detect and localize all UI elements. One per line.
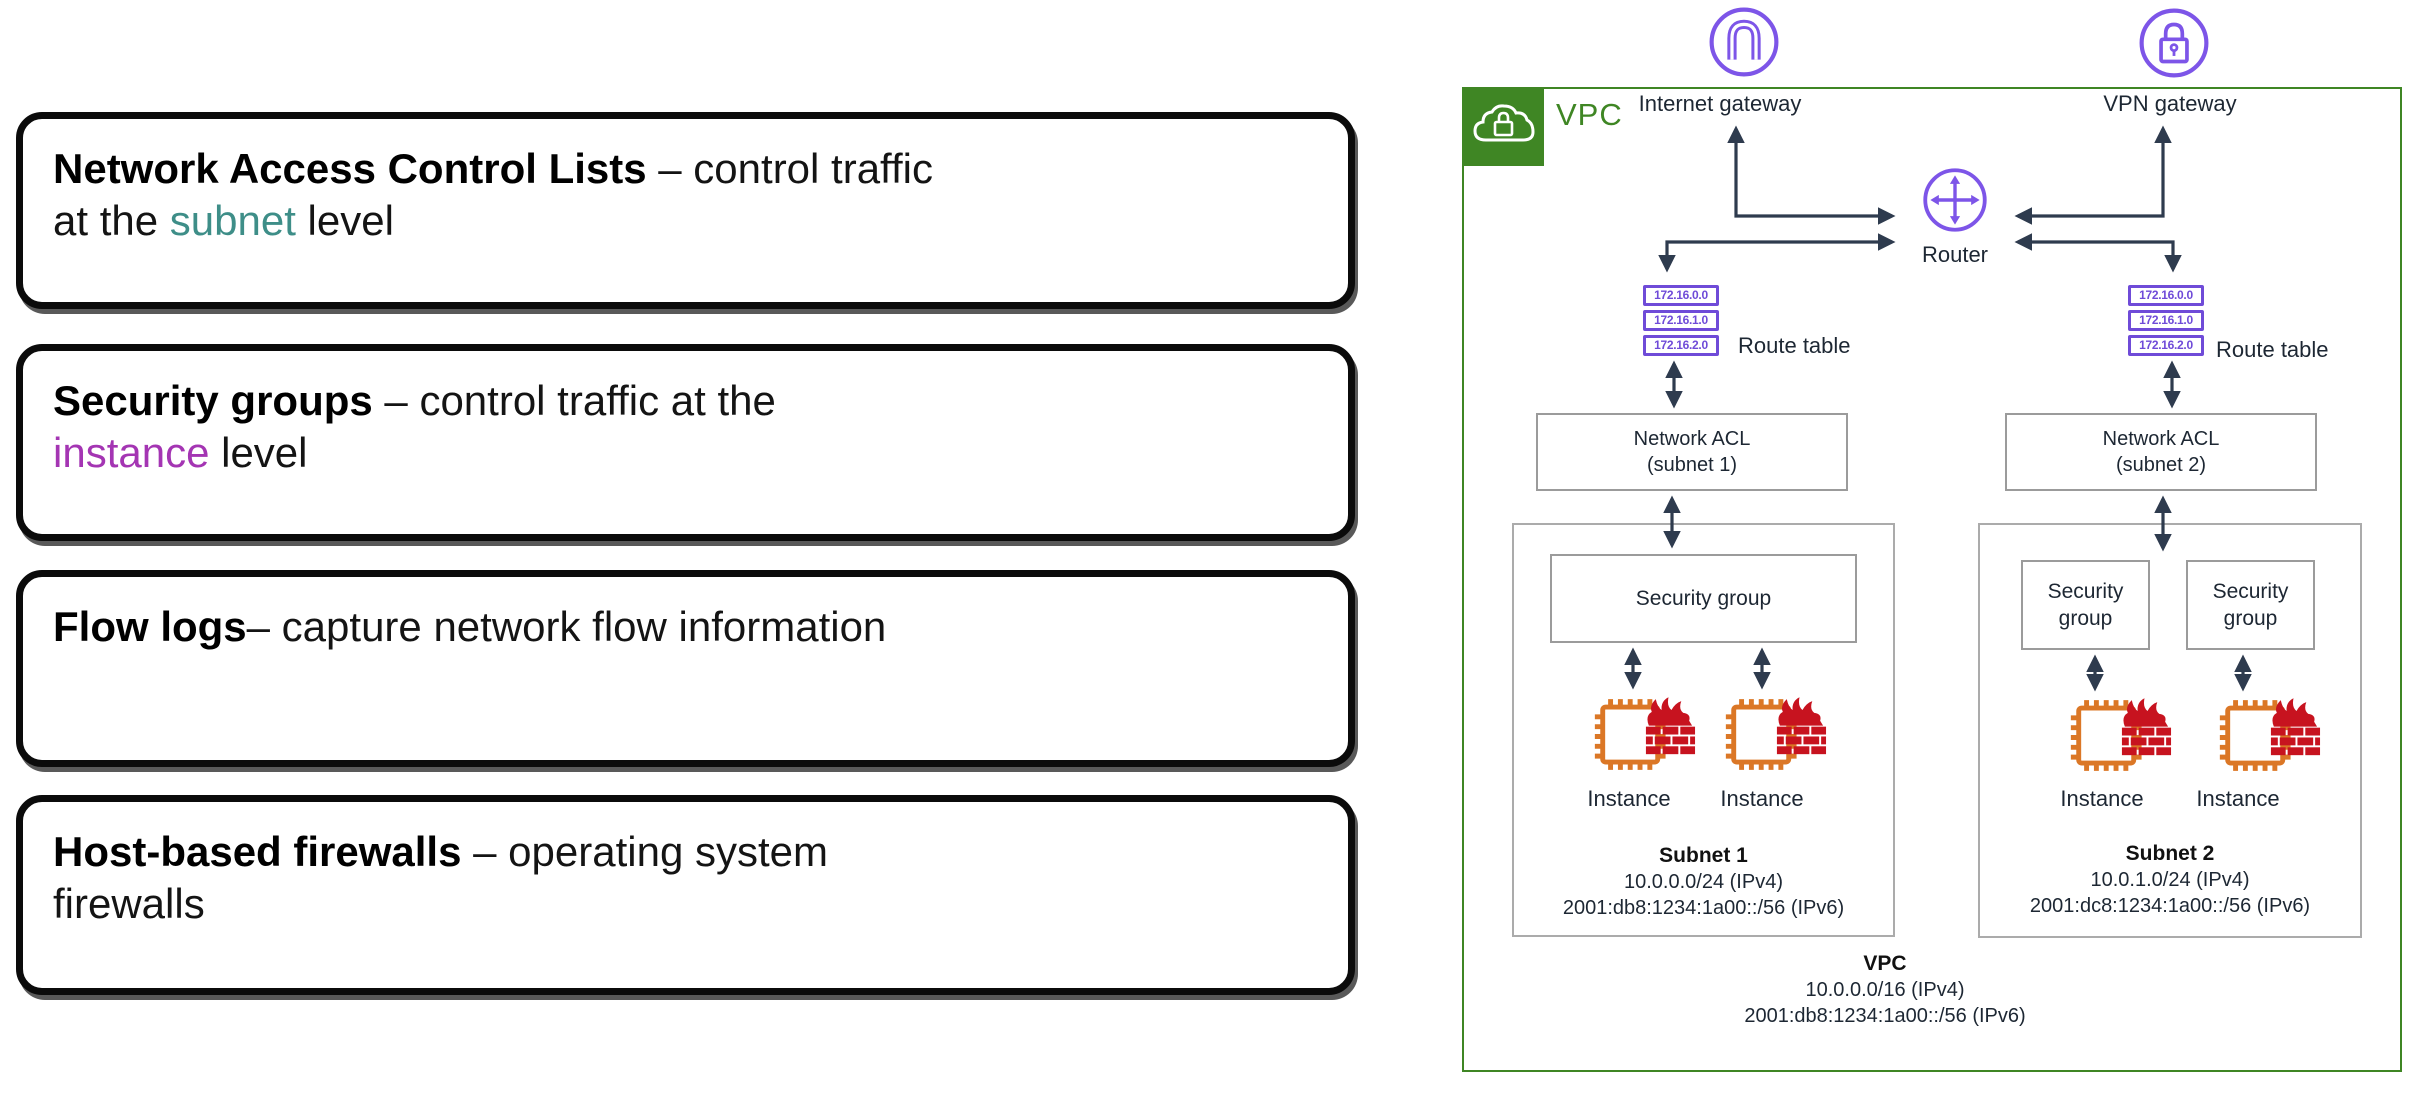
instance-firewall-icon: [1718, 693, 1828, 778]
network-acl-subnet1: Network ACL (subnet 1): [1536, 413, 1848, 491]
subnet1-ipv6: 2001:db8:1234:1a00::/56 (IPv6): [1562, 897, 1845, 919]
security-group-subnet2-b: Security group: [2186, 560, 2315, 650]
instance-label: Instance: [2060, 786, 2144, 811]
card-term: Network Access Control Lists: [53, 145, 647, 192]
card-term: Host-based firewalls: [53, 828, 462, 875]
vpc-info-title: VPC: [1863, 952, 1907, 975]
acl-title: Network ACL: [2102, 428, 2220, 450]
card-term: Security groups: [53, 377, 373, 424]
internet-gateway-label: Internet gateway: [1638, 91, 1802, 116]
instance-label: Instance: [1720, 786, 1804, 811]
security-group-subnet2-a: Security group: [2021, 560, 2150, 650]
definition-card-nacl: Network Access Control Lists – control t…: [16, 112, 1355, 309]
card-text: – capture network flow information: [246, 603, 887, 650]
security-group-subnet1: Security group: [1550, 554, 1857, 643]
definition-card-security-groups: Security groups – control traffic at the…: [16, 344, 1355, 541]
vpn-gateway-label: VPN gateway: [2103, 91, 2237, 116]
vpc-ipv4: 10.0.0.0/16 (IPv4): [1805, 979, 1965, 1001]
route-table-1: 172.16.0.0 172.16.1.0 172.16.2.0: [1643, 285, 1719, 356]
subnet1-info: Subnet 1 10.0.0.0/24 (IPv4) 2001:db8:123…: [1512, 843, 1895, 921]
route-entry: 172.16.0.0: [2128, 285, 2204, 306]
vpc-label: VPC: [1556, 97, 1623, 132]
subnet1-title: Subnet 1: [1659, 844, 1748, 867]
card-text: – operating system: [461, 828, 828, 875]
instance-label: Instance: [1587, 786, 1671, 811]
card-text: firewalls: [53, 880, 205, 928]
subnet2-title: Subnet 2: [2125, 842, 2215, 865]
card-text: at the: [53, 197, 170, 245]
vpc-cloud-icon: [1462, 87, 1544, 166]
card-text: level: [295, 197, 394, 245]
internet-gateway-icon: [1707, 5, 1781, 79]
route-table-2: 172.16.0.0 172.16.1.0 172.16.2.0: [2128, 285, 2204, 356]
vpc-ipv6: 2001:db8:1234:1a00::/56 (IPv6): [1744, 1005, 2026, 1027]
vpc-info: VPC 10.0.0.0/16 (IPv4) 2001:db8:1234:1a0…: [1585, 951, 2185, 1029]
highlight-word: instance: [53, 429, 210, 477]
subnet1-ipv4: 10.0.0.0/24 (IPv4): [1624, 871, 1783, 893]
acl-title: Network ACL: [1633, 428, 1751, 450]
route-table-1-label: Route table: [1738, 333, 1851, 358]
route-entry: 172.16.1.0: [1643, 310, 1719, 331]
definition-card-host-firewalls: Host-based firewalls – operating system …: [16, 795, 1355, 995]
route-entry: 172.16.1.0: [2128, 310, 2204, 331]
highlight-word: subnet: [169, 197, 296, 245]
instance-firewall-icon: [2063, 694, 2173, 779]
network-acl-subnet2: Network ACL (subnet 2): [2005, 413, 2317, 491]
vpc-boundary: [1462, 87, 2402, 1072]
definition-card-flow-logs: Flow logs– capture network flow informat…: [16, 570, 1355, 767]
subnet2-info: Subnet 2 10.0.1.0/24 (IPv4) 2001:dc8:123…: [1978, 841, 2362, 919]
route-entry: 172.16.2.0: [1643, 335, 1719, 356]
vpc-diagram: VPC Internet gateway VPN gateway Router …: [1462, 0, 2402, 1094]
card-text: – control traffic at the: [372, 377, 776, 424]
acl-subtitle: (subnet 1): [1646, 454, 1738, 476]
subnet1-box: [1512, 523, 1895, 937]
instance-firewall-icon: [1587, 693, 1697, 778]
subnet2-ipv4: 10.0.1.0/24 (IPv4): [2090, 869, 2250, 891]
card-text: level: [209, 429, 308, 477]
card-text: – control traffic: [646, 145, 933, 192]
card-term: Flow logs: [53, 603, 247, 650]
instance-label: Instance: [2196, 786, 2280, 811]
vpn-gateway-icon: [2137, 6, 2211, 80]
route-entry: 172.16.2.0: [2128, 335, 2204, 356]
subnet2-ipv6: 2001:dc8:1234:1a00::/56 (IPv6): [2029, 895, 2311, 917]
router-label: Router: [1921, 242, 1989, 267]
acl-subtitle: (subnet 2): [2115, 454, 2207, 476]
route-table-2-label: Route table: [2216, 337, 2329, 362]
router-icon: [1921, 166, 1989, 234]
instance-firewall-icon: [2212, 694, 2322, 779]
route-entry: 172.16.0.0: [1643, 285, 1719, 306]
